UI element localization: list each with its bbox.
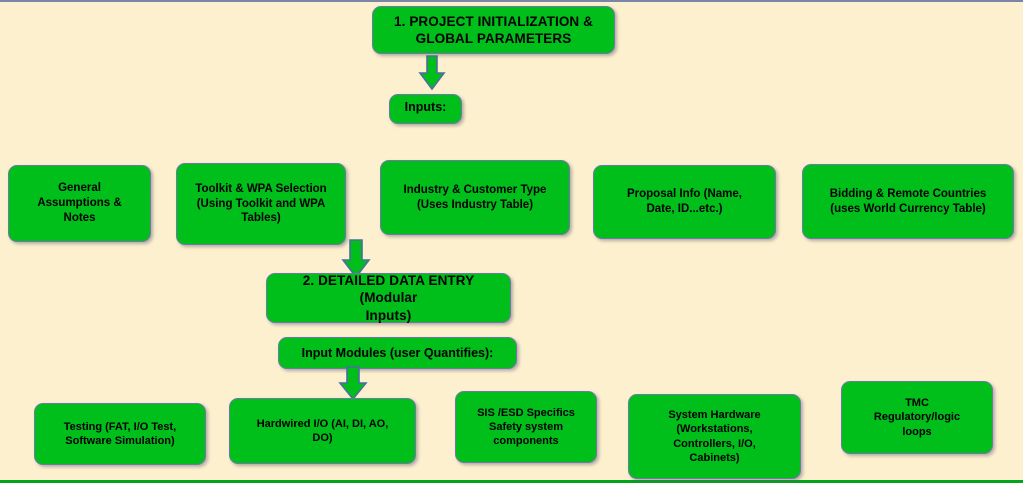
phase-1-inputs-label-box[interactable]: Inputs: <box>389 94 462 124</box>
arrow-inputs-to-phase2 <box>341 239 371 279</box>
arrow-phase1-to-inputs <box>418 55 446 91</box>
phase1-item-industry-customer-type[interactable]: Industry & Customer Type (Uses Industry … <box>380 160 570 235</box>
arrow-phase2-to-modules <box>338 366 368 401</box>
phase1-item-proposal-info[interactable]: Proposal Info (Name, Date, ID...etc.) <box>593 165 776 239</box>
phase1-item-general-assumptions[interactable]: General Assumptions & Notes <box>8 165 151 242</box>
phase1-item-toolkit-wpa-selection[interactable]: Toolkit & WPA Selection (Using Toolkit a… <box>176 163 346 245</box>
phase-2-header-box[interactable]: 2. DETAILED DATA ENTRY (Modular Inputs) <box>266 273 511 323</box>
phase2-item-sis-esd-specifics[interactable]: SIS /ESD Specifics Safety system compone… <box>455 391 597 463</box>
phase2-item-hardwired-io[interactable]: Hardwired I/O (AI, DI, AO, DO) <box>229 398 416 464</box>
phase-2-input-modules-label-box[interactable]: Input Modules (user Quantifies): <box>278 337 517 369</box>
phase1-item-bidding-remote-countries[interactable]: Bidding & Remote Countries (uses World C… <box>802 164 1014 239</box>
phase2-item-tmc-regulatory-logic-loops[interactable]: TMC Regulatory/logic loops <box>841 381 993 454</box>
phase2-item-system-hardware[interactable]: System Hardware (Workstations, Controlle… <box>628 394 801 479</box>
phase-1-header-box[interactable]: 1. PROJECT INITIALIZATION & GLOBAL PARAM… <box>372 6 615 54</box>
phase2-item-testing[interactable]: Testing (FAT, I/O Test, Software Simulat… <box>34 403 206 465</box>
